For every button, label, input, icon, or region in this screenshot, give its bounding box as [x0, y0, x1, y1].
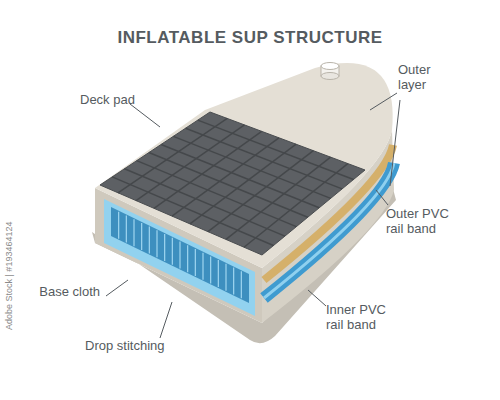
part-label: Drop stitching	[85, 338, 164, 353]
grid-line	[124, 169, 284, 236]
leader-line	[390, 100, 400, 186]
grid-line	[136, 125, 244, 201]
stitch-line	[164, 234, 165, 261]
stitch-line	[202, 253, 203, 280]
grid-line	[137, 161, 297, 227]
stitch-line	[233, 268, 234, 295]
stitch-line	[241, 271, 242, 298]
deck-pad-grid	[112, 118, 353, 247]
stitch-line	[187, 245, 188, 272]
stitch-line	[141, 223, 142, 250]
valve-base	[321, 73, 339, 80]
part-label: Outer PVC rail band	[386, 206, 466, 236]
part-label: Base cloth	[39, 284, 100, 299]
stitch-line	[156, 230, 157, 257]
leader-line	[370, 93, 397, 110]
valve-cap	[321, 63, 339, 70]
part-label: Deck pad	[80, 92, 135, 107]
stitch-line	[149, 227, 150, 254]
stitch-line	[118, 212, 119, 239]
stitch-line	[225, 264, 226, 291]
leader-line	[106, 280, 128, 296]
grid-line	[118, 118, 227, 192]
grid-line	[173, 136, 330, 198]
grid-line	[190, 144, 296, 224]
stitch-line	[218, 260, 219, 287]
stitch-line	[210, 256, 211, 283]
watermark: Adobe Stock | #193464124	[4, 222, 14, 330]
stitch-line	[195, 249, 196, 276]
grid-line	[149, 153, 308, 218]
stitch-line	[172, 238, 173, 265]
grid-line	[198, 120, 354, 179]
leader-line	[376, 190, 388, 205]
stitch-line	[133, 219, 134, 246]
grid-line	[186, 128, 343, 189]
grid-line	[244, 164, 348, 248]
grid-line	[112, 177, 273, 246]
part-label: Inner PVC rail band	[326, 302, 406, 332]
leader-line	[130, 104, 160, 127]
diagram-title: INFLATABLE SUP STRUCTURE	[117, 28, 382, 48]
grid-line	[154, 131, 262, 208]
part-label: Outer layer	[398, 62, 453, 92]
grid-line	[172, 138, 279, 216]
leader-line	[160, 302, 172, 338]
grid-line	[161, 144, 319, 207]
stitch-line	[179, 242, 180, 269]
leader-line	[308, 290, 326, 306]
stitch-line	[126, 215, 127, 242]
grid-line	[208, 151, 313, 232]
grid-line	[226, 157, 331, 239]
deck-pad	[100, 112, 365, 255]
deck-surface	[95, 63, 393, 268]
